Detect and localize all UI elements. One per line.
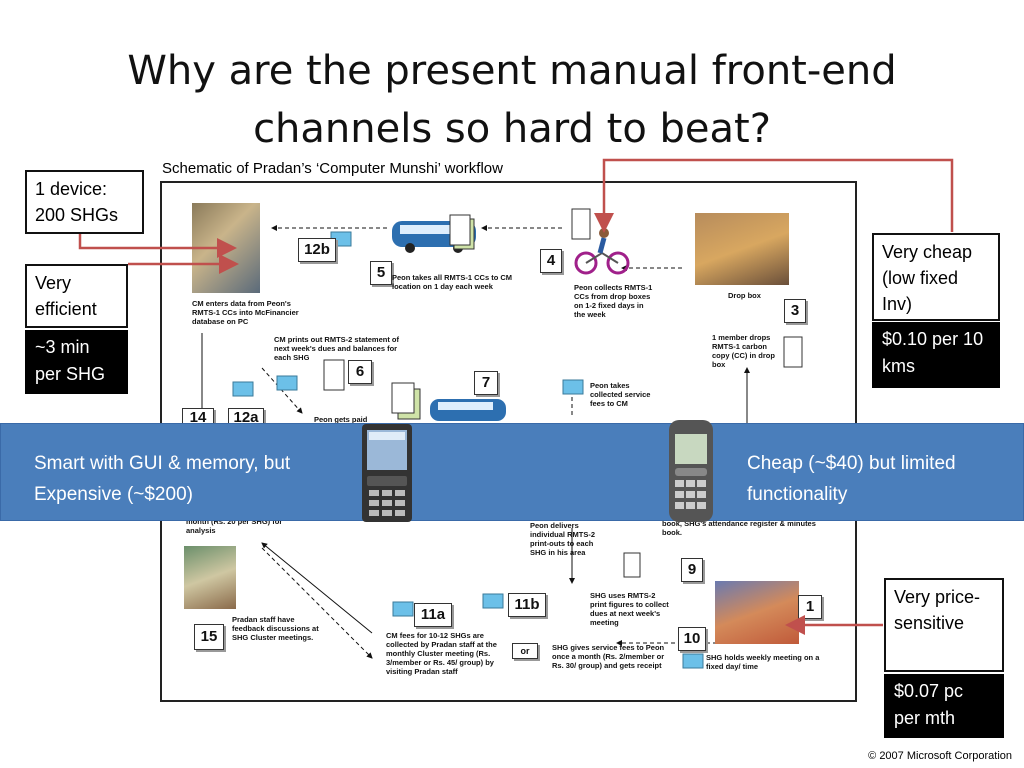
step-3: 3 <box>784 299 806 323</box>
service-fees-text: Peon takes collected service fees to CM <box>590 381 651 408</box>
document-stack-icon <box>449 214 475 250</box>
pradan-office-photo <box>184 546 236 609</box>
drop-box-photo <box>695 213 789 285</box>
money-icon <box>232 381 254 397</box>
smartphone-icon <box>362 424 412 522</box>
step-9: 9 <box>681 558 703 582</box>
money-icon <box>276 375 298 391</box>
step-10-text: SHG gives service fees to Peon once a mo… <box>552 643 665 670</box>
device-callout: 1 device: 200 SHGs <box>25 170 144 234</box>
basic-phone-text: Cheap (~$40) but limited functionality <box>747 453 956 505</box>
step-5: 5 <box>370 261 392 285</box>
money-icon <box>482 593 504 609</box>
step-4: 4 <box>540 249 562 273</box>
step-11a-text: CM fees for 10-12 SHGs are collected by … <box>386 631 497 676</box>
copyright-footer: © 2007 Microsoft Corporation <box>868 750 1012 762</box>
step-12b: 12b <box>298 238 336 262</box>
step-10: 10 <box>678 627 706 651</box>
step-7: 7 <box>474 371 498 395</box>
cyclist-icon <box>574 228 630 275</box>
money-icon <box>392 601 414 617</box>
peon-delivers-text: Peon delivers individual RMTS-2 print-ou… <box>530 521 596 557</box>
smartphone-text: Smart with GUI & memory, but Expensive (… <box>34 453 291 505</box>
peon-paid-text: Peon gets paid <box>314 415 368 424</box>
money-icon <box>682 653 704 669</box>
step-6-text: CM prints out RMTS-2 statement of next w… <box>274 335 399 362</box>
document-stack-icon <box>391 382 421 420</box>
document-stack-icon <box>323 359 345 391</box>
step-15: 15 <box>194 624 224 650</box>
step-3-text: 1 member drops RMTS-1 carbon copy (CC) i… <box>712 333 775 369</box>
cm-enters-text: CM enters data from Peon's RMTS-1 CCs in… <box>192 299 299 326</box>
document-stack-icon <box>623 552 641 578</box>
bus-icon-2 <box>430 399 506 421</box>
drop-box-label: Drop box <box>728 291 761 300</box>
step-5-text: Peon takes all RMTS-1 CCs to CM location… <box>392 273 513 291</box>
slide-title: Why are the present manual front-end cha… <box>127 48 897 152</box>
book-text: book, SHG's attendance register & minute… <box>662 519 816 537</box>
step-1: 1 <box>798 595 822 619</box>
step-15-text: Pradan staff have feedback discussions a… <box>232 615 319 642</box>
step-9-text: SHG uses RMTS-2 print figures to collect… <box>590 591 669 627</box>
step-1-text: SHG holds weekly meeting on a fixed day/… <box>706 653 820 671</box>
cheap-value: $0.10 per 10 kms <box>872 322 1000 388</box>
price-value: $0.07 pc per mth <box>884 674 1004 738</box>
step-4-text: Peon collects RMTS-1 CCs from drop boxes… <box>574 283 653 319</box>
document-stack-icon <box>571 208 591 240</box>
step-11b: 11b <box>508 593 546 617</box>
comparison-banner: Smart with GUI & memory, but Expensive (… <box>0 420 1024 522</box>
basic-phone-icon <box>669 420 713 522</box>
money-icon <box>562 379 584 395</box>
or-label: or <box>512 643 538 659</box>
efficient-value: ~3 min per SHG <box>25 330 128 394</box>
step-14-text: month (Rs. 20 per SHG) for analysis <box>186 517 283 535</box>
cheap-callout: Very cheap (low fixed Inv) <box>872 233 1000 321</box>
document-stack-icon <box>783 336 803 368</box>
step-6: 6 <box>348 360 372 384</box>
step-11a: 11a <box>414 603 452 627</box>
efficient-callout: Very efficient <box>25 264 128 328</box>
price-callout: Very price-sensitive <box>884 578 1004 672</box>
diagram-caption: Schematic of Pradan’s ‘Computer Munshi’ … <box>162 160 503 177</box>
step-12a: 12a <box>228 408 264 426</box>
